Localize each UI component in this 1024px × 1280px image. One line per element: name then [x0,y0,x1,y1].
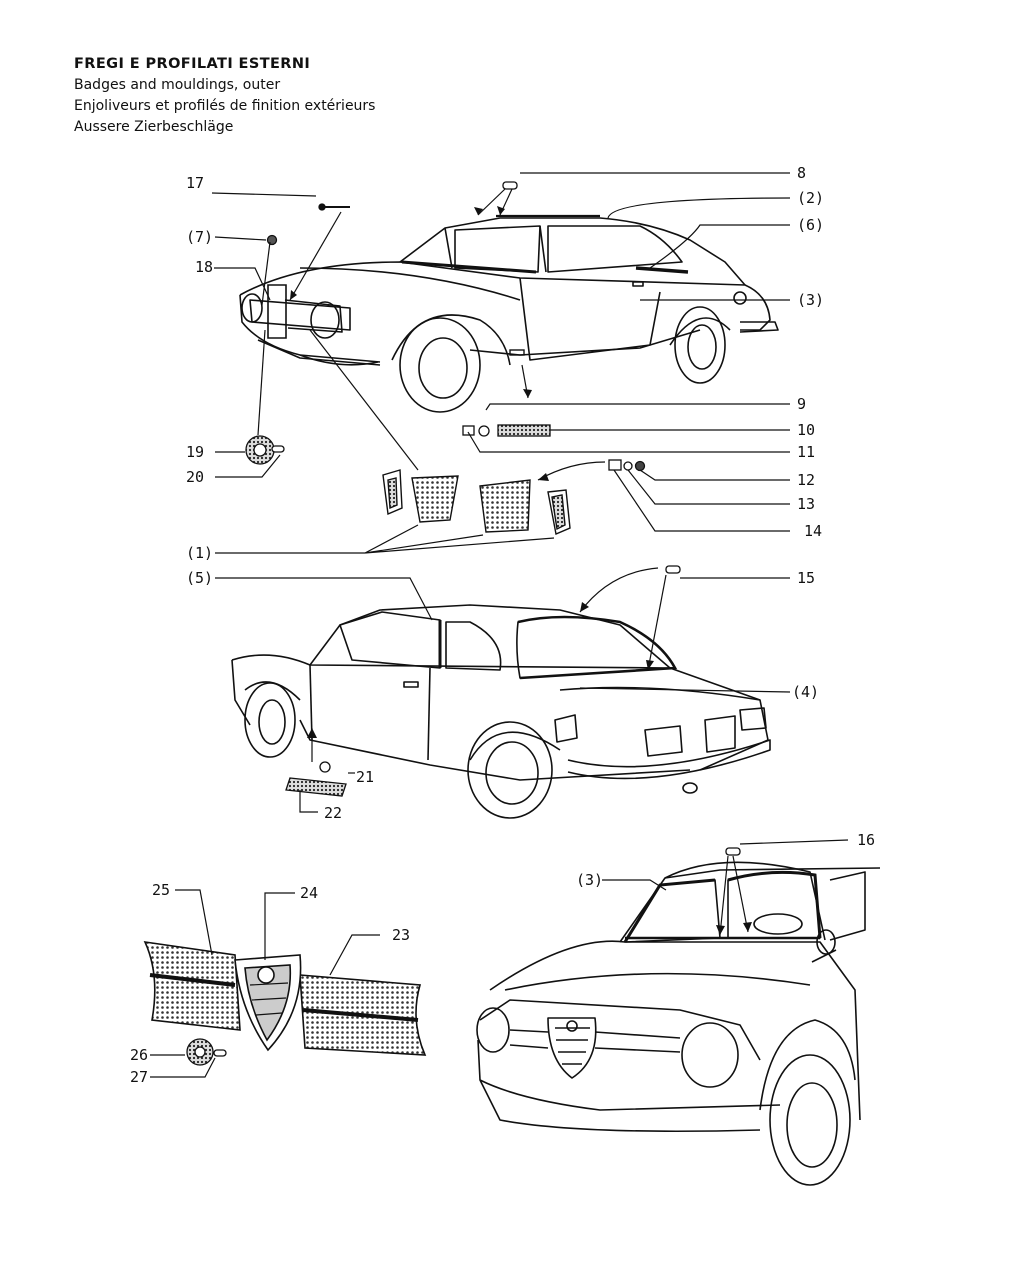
small-parts [186,181,741,1066]
leader-lines [150,172,849,1078]
callout-14: 14 [804,522,822,540]
callout-24: 24 [300,884,318,902]
callout-21: 21 [356,768,374,786]
callout-8: 8 [797,164,806,182]
callout-19: 19 [186,443,204,461]
callout-13: 13 [797,495,815,513]
callout-27: 27 [130,1068,148,1086]
callout-9: 9 [797,395,806,413]
side-grille-set [382,469,571,535]
callout-25: 25 [152,881,170,899]
callout-7: (7) [186,228,213,246]
title-french: Enjoliveurs et profilés de finition exté… [74,98,376,114]
bottom-car-front-view [476,861,881,1186]
callout-15: 15 [797,569,815,587]
callout-22: 22 [324,804,342,822]
callout-labels: 8 (2) (6) 17 (7) 18 (3) 9 10 11 12 13 14… [130,164,875,1086]
callout-10: 10 [797,421,815,439]
callout-6: (6) [797,216,824,234]
callout-26: 26 [130,1046,148,1064]
callout-2: (2) [797,189,824,207]
callout-18: 18 [195,258,213,276]
title-italian: FREGI E PROFILATI ESTERNI [74,56,311,72]
callout-12: 12 [797,471,815,489]
callout-17: 17 [186,174,204,192]
title-german: Aussere Zierbeschläge [74,119,234,135]
callout-20: 20 [186,468,204,486]
callout-1: (1) [186,544,213,562]
callout-11: 11 [797,443,815,461]
callout-16: 16 [857,831,875,849]
callout-23: 23 [392,926,410,944]
top-car-mouldings [267,214,689,356]
callout-3-top: (3) [797,291,824,309]
middle-car-mouldings [438,615,678,680]
top-car-front-view [239,217,779,413]
front-grille-assembly [143,940,427,1056]
arrow-heads [290,206,752,935]
callout-4: (4) [792,683,819,701]
title-english: Badges and mouldings, outer [74,77,281,93]
callout-5: (5) [186,569,213,587]
header-block: FREGI E PROFILATI ESTERNI Badges and mou… [74,54,375,138]
callout-3-bottom: (3) [576,871,603,889]
